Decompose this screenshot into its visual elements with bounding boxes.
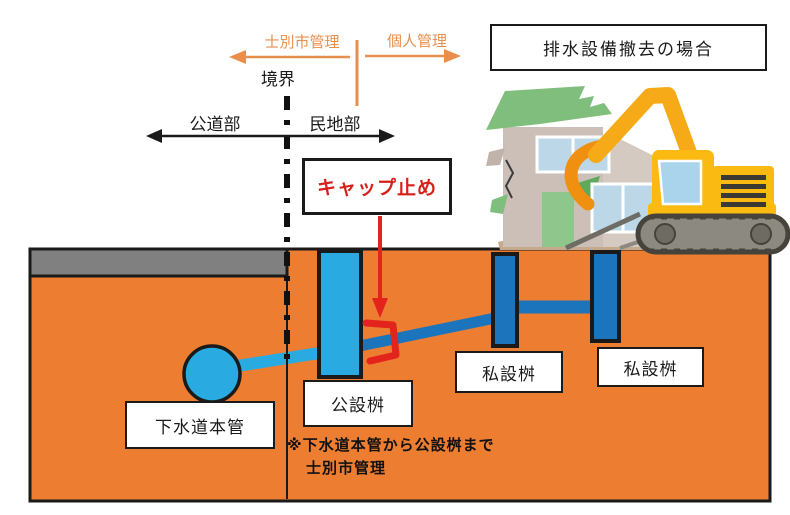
road-span-arrow — [146, 129, 395, 143]
note-line-2: 士別市管理 — [306, 460, 387, 477]
pipe-cap-shape — [362, 319, 400, 365]
personal-management-label: 個人管理 — [386, 33, 447, 50]
arrow-right-icon — [379, 129, 395, 143]
demolition-illustration — [486, 86, 790, 255]
note-line-1: ※下水道本管から公設桝まで — [287, 437, 495, 454]
excavator-boom — [588, 87, 707, 188]
cap-pointer-arrow-icon — [372, 298, 388, 318]
debris-piece-green — [490, 194, 508, 214]
house-roof — [486, 86, 612, 130]
private-masu-1-shape — [491, 252, 519, 348]
public-masu-label-box: 公設桝 — [303, 380, 413, 427]
cap-callout-box: キャップ止め — [302, 158, 452, 215]
public-masu-shape — [317, 249, 363, 379]
sewer-main-pipe — [182, 344, 242, 404]
fallen-plank — [564, 211, 642, 251]
private-land-label: 民地部 — [309, 115, 361, 134]
lateral-pipe-dark — [348, 311, 502, 354]
diagram-title: 排水設備撤去の場合 — [490, 24, 767, 71]
arrow-left-icon — [146, 129, 162, 143]
sewer-main-label-box: 下水道本管 — [125, 401, 275, 449]
city-management-label: 士別市管理 — [264, 34, 340, 51]
excavator — [564, 87, 790, 255]
boundary-label: 境界 — [261, 70, 295, 89]
sewer-system — [182, 249, 621, 404]
track-wheel-left — [654, 223, 676, 245]
personal-zone-arrow-icon — [444, 49, 461, 63]
excavator-cab-window — [657, 159, 703, 206]
debris-piece — [486, 148, 505, 166]
management-zone-arrows — [229, 40, 461, 106]
private-masu-1-label-box: 私設桝 — [455, 351, 563, 393]
excavator-tracks — [635, 213, 790, 255]
private-masu-2-label-box: 私設桝 — [597, 347, 704, 387]
private-masu-2-shape — [590, 250, 621, 343]
city-zone-arrow-icon — [229, 50, 246, 64]
track-wheel-right — [750, 223, 772, 245]
road-surface — [28, 247, 289, 278]
public-road-label: 公道部 — [189, 115, 241, 134]
cap-annotation — [362, 216, 400, 365]
wall-crack — [504, 159, 515, 199]
house-door — [542, 192, 574, 247]
